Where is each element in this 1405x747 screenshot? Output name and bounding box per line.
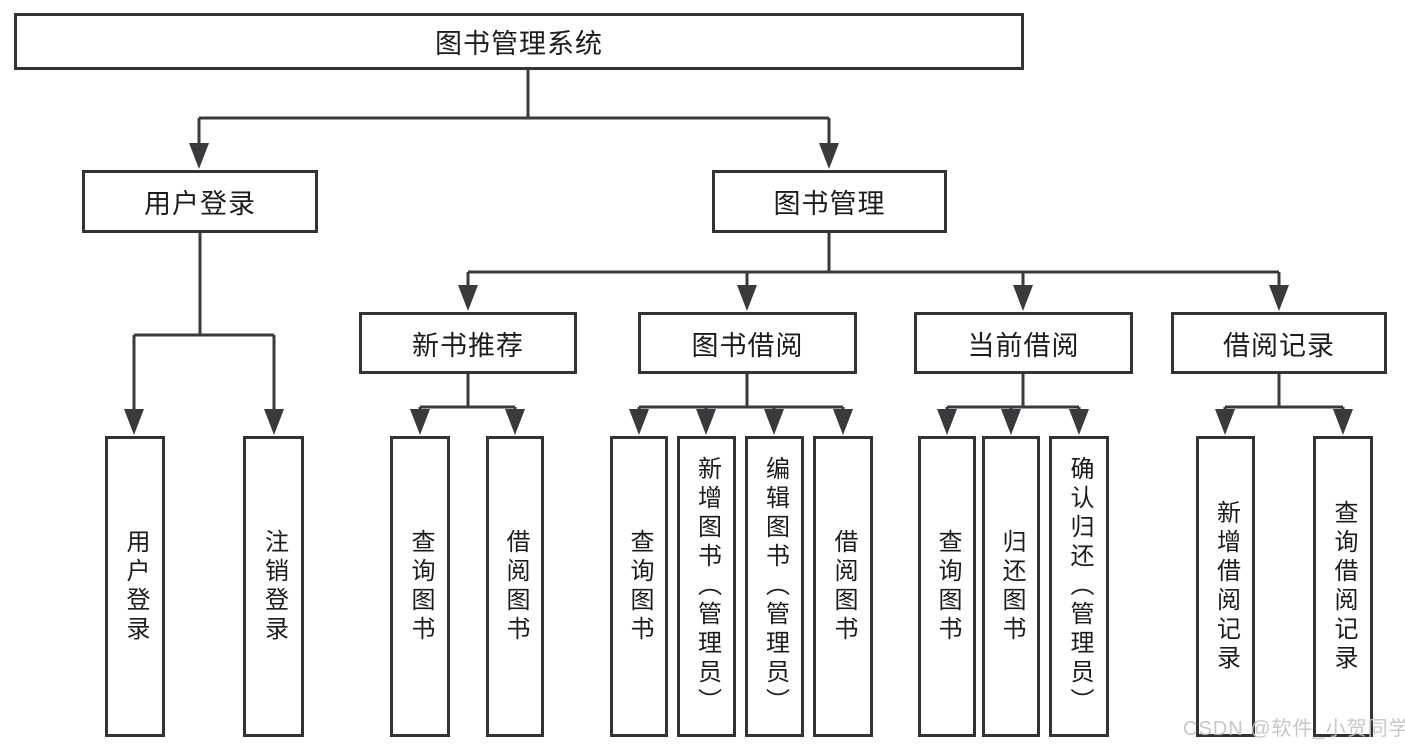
node-label: 图书管理 [773, 189, 886, 219]
csdn-watermark: CSDN @软件_小贺同学 [1183, 718, 1405, 740]
node-label: 借阅记录 [1223, 330, 1335, 361]
leaf-return-books: 归还图书 [982, 436, 1040, 737]
leaf-query-books-current: 查询图书 [918, 436, 976, 737]
leaf-edit-books-admin: 编辑图书（管理员） [745, 436, 804, 737]
node-new-book-recommend: 新书推荐 [359, 312, 577, 374]
node-book-borrow: 图书借阅 [638, 312, 857, 374]
leaf-add-books-admin: 新增图书（管理员） [677, 436, 736, 737]
leaf-label: 确认归还（管理员） [1066, 456, 1093, 717]
node-user-login: 用户登录 [82, 170, 318, 233]
leaf-label: 查询图书 [626, 528, 653, 645]
node-label: 图书管理系统 [435, 29, 603, 59]
node-label: 图书借阅 [691, 330, 804, 361]
leaf-borrow-books: 借阅图书 [813, 436, 873, 737]
node-library-management-system: 图书管理系统 [14, 13, 1024, 70]
leaf-add-borrow-record: 新增借阅记录 [1196, 436, 1255, 737]
leaf-label: 用户登录 [122, 528, 149, 645]
leaf-user-login: 用户登录 [105, 436, 165, 737]
leaf-label: 编辑图书（管理员） [761, 456, 789, 717]
leaf-query-books-recommend: 查询图书 [390, 436, 450, 737]
leaf-confirm-return-admin: 确认归还（管理员） [1049, 436, 1109, 737]
node-book-management: 图书管理 [712, 170, 947, 233]
node-borrow-records: 借阅记录 [1171, 312, 1387, 374]
node-current-borrow: 当前借阅 [914, 312, 1133, 374]
node-label: 当前借阅 [967, 330, 1080, 361]
leaf-query-borrow-record: 查询借阅记录 [1313, 436, 1373, 737]
leaf-logout: 注销登录 [243, 436, 304, 737]
leaf-borrow-books-recommend: 借阅图书 [486, 436, 544, 737]
leaf-label: 新增借阅记录 [1212, 499, 1240, 674]
leaf-label: 查询图书 [934, 528, 961, 645]
leaf-label: 注销登录 [260, 528, 288, 645]
leaf-label: 归还图书 [998, 528, 1025, 645]
leaf-query-books-borrow: 查询图书 [610, 436, 668, 737]
node-label: 新书推荐 [412, 330, 524, 361]
leaf-label: 借阅图书 [502, 528, 529, 645]
leaf-label: 借阅图书 [830, 528, 857, 645]
leaf-label: 查询借阅记录 [1330, 499, 1357, 674]
leaf-label: 查询图书 [407, 528, 434, 645]
leaf-label: 新增图书（管理员） [693, 456, 721, 717]
node-label: 用户登录 [144, 189, 256, 219]
